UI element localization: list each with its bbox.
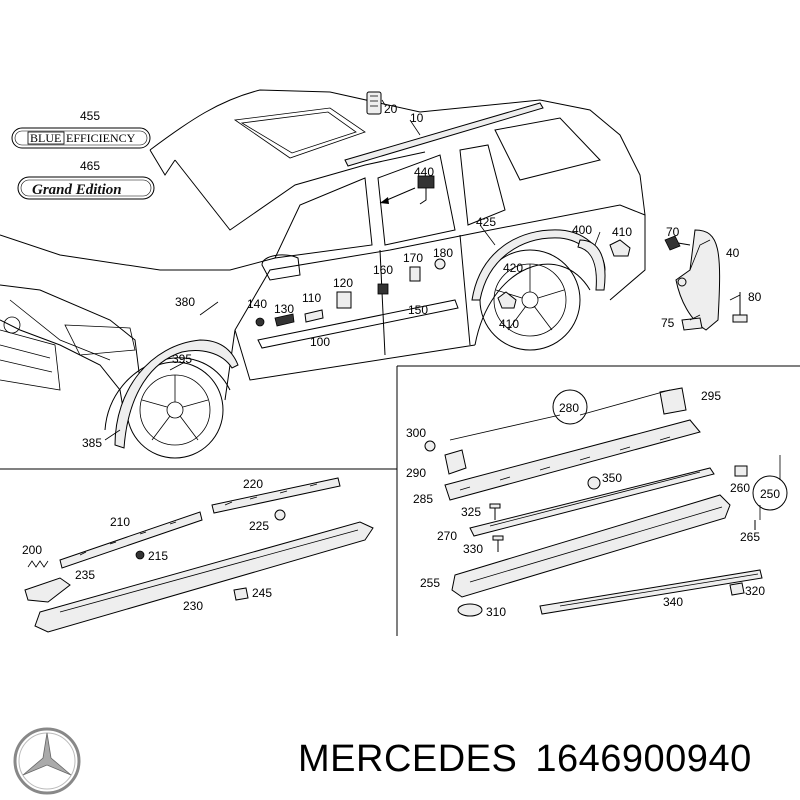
label-265: 265 <box>740 530 760 544</box>
label-180: 180 <box>433 246 453 260</box>
mercedes-star-icon <box>13 727 81 795</box>
section-dividers <box>0 365 800 636</box>
label-230: 230 <box>183 599 203 613</box>
label-210: 210 <box>110 515 130 529</box>
label-465: 465 <box>80 159 100 173</box>
label-400: 400 <box>572 223 592 237</box>
label-280: 280 <box>559 401 579 415</box>
label-385: 385 <box>82 436 102 450</box>
label-140: 140 <box>247 297 267 311</box>
label-455: 455 <box>80 109 100 123</box>
label-290: 290 <box>406 466 426 480</box>
badge-grand-edition: Grand Edition <box>17 176 155 200</box>
badge-blue-efficiency: BLUE EFFICIENCY <box>11 127 151 149</box>
label-340: 340 <box>663 595 683 609</box>
label-245: 245 <box>252 586 272 600</box>
badge-efficiency-text: EFFICIENCY <box>66 131 136 145</box>
label-310: 310 <box>486 605 506 619</box>
part-number: 1646900940 <box>535 738 752 780</box>
label-100: 100 <box>310 335 330 349</box>
label-110: 110 <box>302 291 321 305</box>
label-410-bottom: 410 <box>499 317 519 331</box>
label-80: 80 <box>748 290 762 304</box>
label-395: 395 <box>172 352 192 366</box>
badge-blue-text: BLUE <box>30 131 61 145</box>
label-410-top: 410 <box>612 225 632 239</box>
label-320: 320 <box>745 584 765 598</box>
label-380: 380 <box>175 295 195 309</box>
label-300: 300 <box>406 426 426 440</box>
label-220: 220 <box>243 477 263 491</box>
label-250: 250 <box>760 487 780 501</box>
label-270: 270 <box>437 529 457 543</box>
label-425: 425 <box>476 215 496 229</box>
label-325: 325 <box>461 505 481 519</box>
label-170: 170 <box>403 251 423 265</box>
label-255: 255 <box>420 576 440 590</box>
label-150: 150 <box>408 303 428 317</box>
label-75: 75 <box>661 316 675 330</box>
callout-labels: 455 465 20 10 440 425 400 410 420 410 70… <box>22 102 780 619</box>
label-440: 440 <box>414 165 434 179</box>
part-number-footer: MERCEDES 1646900940 <box>298 738 770 781</box>
label-295: 295 <box>701 389 721 403</box>
label-70: 70 <box>666 225 680 239</box>
label-330: 330 <box>463 542 483 556</box>
leader-lines <box>104 99 741 441</box>
label-285: 285 <box>413 492 433 506</box>
badge-grand-edition-text: Grand Edition <box>32 182 122 198</box>
running-board-panel <box>424 387 788 617</box>
label-420: 420 <box>503 261 523 275</box>
label-225: 225 <box>249 519 269 533</box>
label-200: 200 <box>22 543 42 557</box>
sill-panel-left <box>24 477 374 633</box>
mudflap-assembly <box>664 229 748 331</box>
brand-name: MERCEDES <box>298 738 518 780</box>
vehicle-small-parts <box>255 91 631 327</box>
label-20: 20 <box>384 102 398 116</box>
label-350: 350 <box>602 471 622 485</box>
label-10: 10 <box>410 111 424 125</box>
label-40: 40 <box>726 246 740 260</box>
label-160: 160 <box>373 263 393 277</box>
label-260: 260 <box>730 481 750 495</box>
label-120: 120 <box>333 276 353 290</box>
vehicle-outline <box>0 89 646 459</box>
label-130: 130 <box>274 302 294 316</box>
label-235: 235 <box>75 568 95 582</box>
label-215: 215 <box>148 549 168 563</box>
